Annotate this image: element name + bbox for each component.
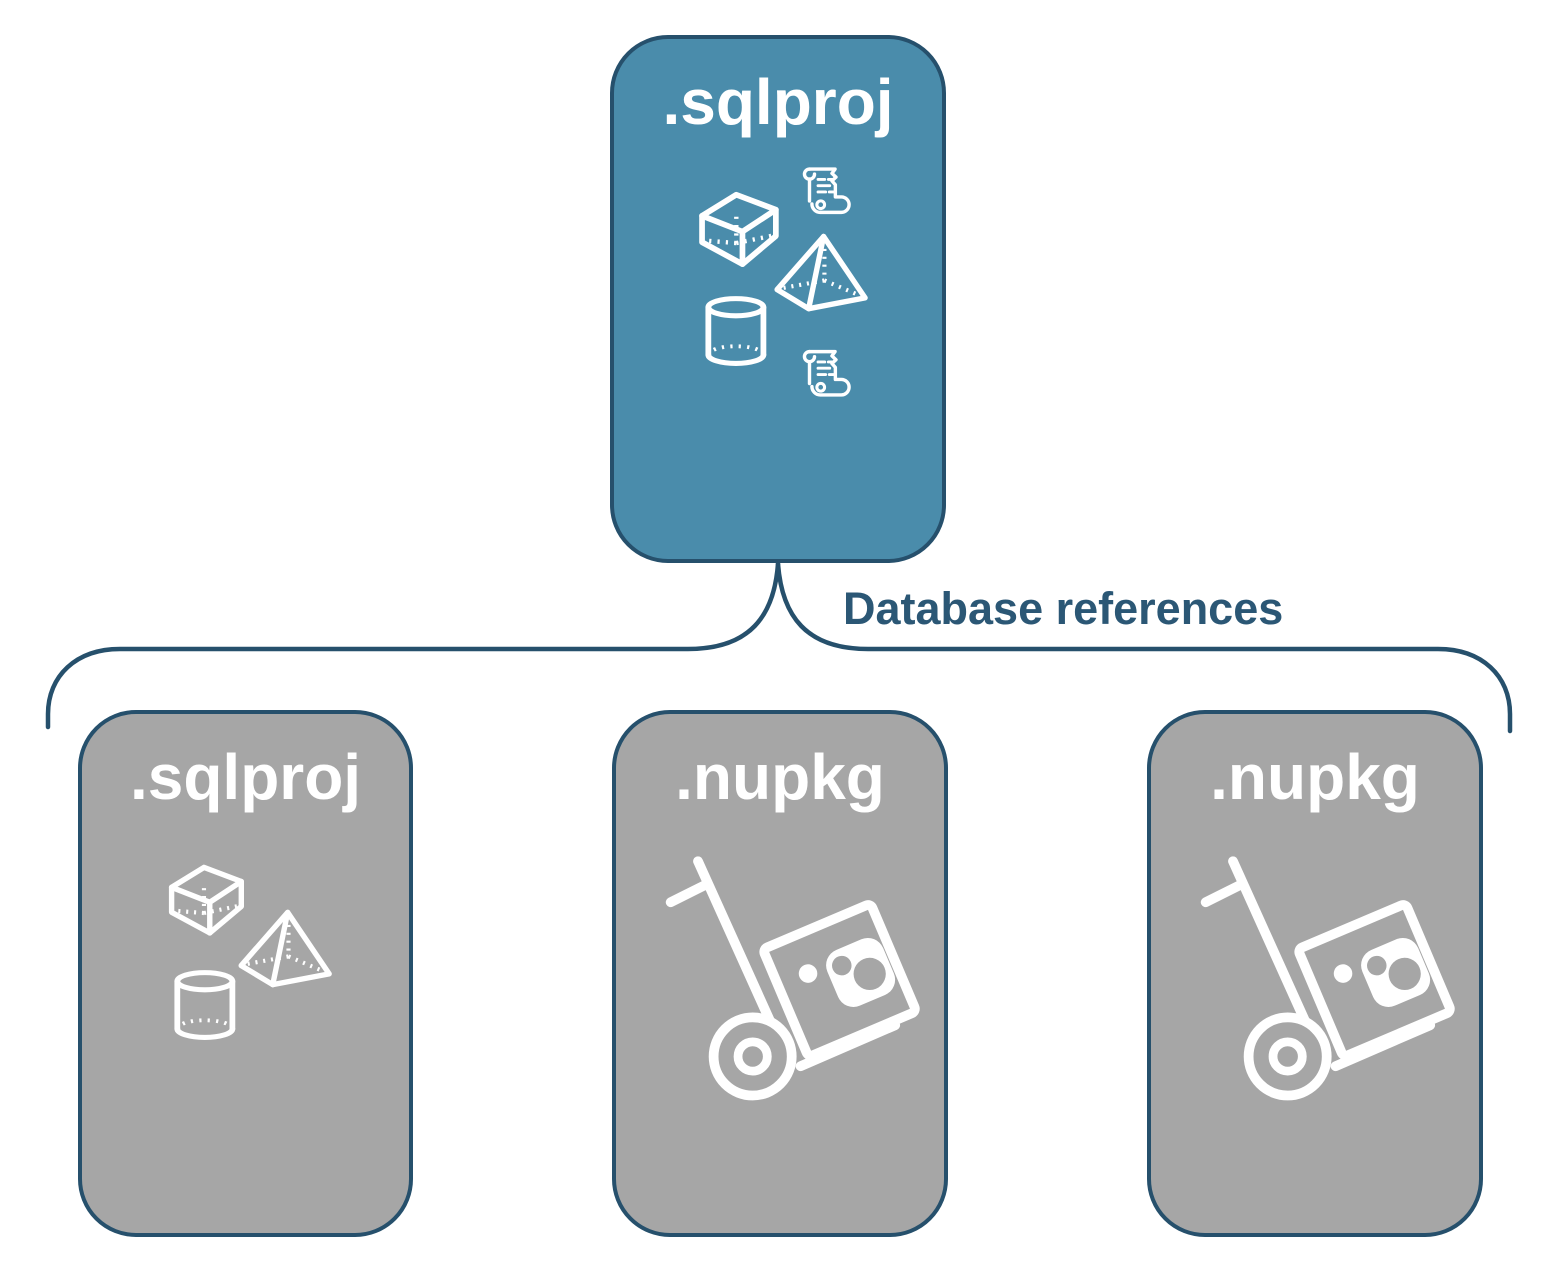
sql-project-contents-graphic (82, 714, 409, 1233)
node-child-label: .sqlproj (129, 741, 362, 813)
node-child-label: .nupkg (675, 741, 885, 813)
cylinder-icon (177, 973, 232, 1038)
nuget-handtruck-icon (671, 861, 917, 1095)
sql-script-icon (802, 167, 851, 215)
cylinder-icon (708, 299, 763, 364)
node-child-nupkg: .nupkg (612, 710, 948, 1237)
pyramid-icon (777, 236, 865, 308)
cube-icon (702, 195, 776, 264)
node-child-label: .nupkg (1210, 741, 1420, 813)
nuget-package-graphic (1151, 714, 1479, 1233)
nuget-package-graphic (616, 714, 944, 1233)
node-child-sqlproj: .sqlproj (78, 710, 413, 1237)
sql-script-icon (802, 349, 851, 397)
sql-project-contents-graphic (614, 167, 942, 397)
nuget-handtruck-icon (1206, 861, 1452, 1095)
pyramid-icon (241, 912, 329, 984)
cube-icon (172, 867, 242, 933)
node-child-nupkg: .nupkg (1147, 710, 1483, 1237)
node-root-sqlproj: .sqlproj (610, 35, 946, 563)
connector-label: Database references (843, 583, 1284, 634)
brace-left-half (45, 561, 781, 730)
node-root-label: .sqlproj (662, 66, 894, 138)
